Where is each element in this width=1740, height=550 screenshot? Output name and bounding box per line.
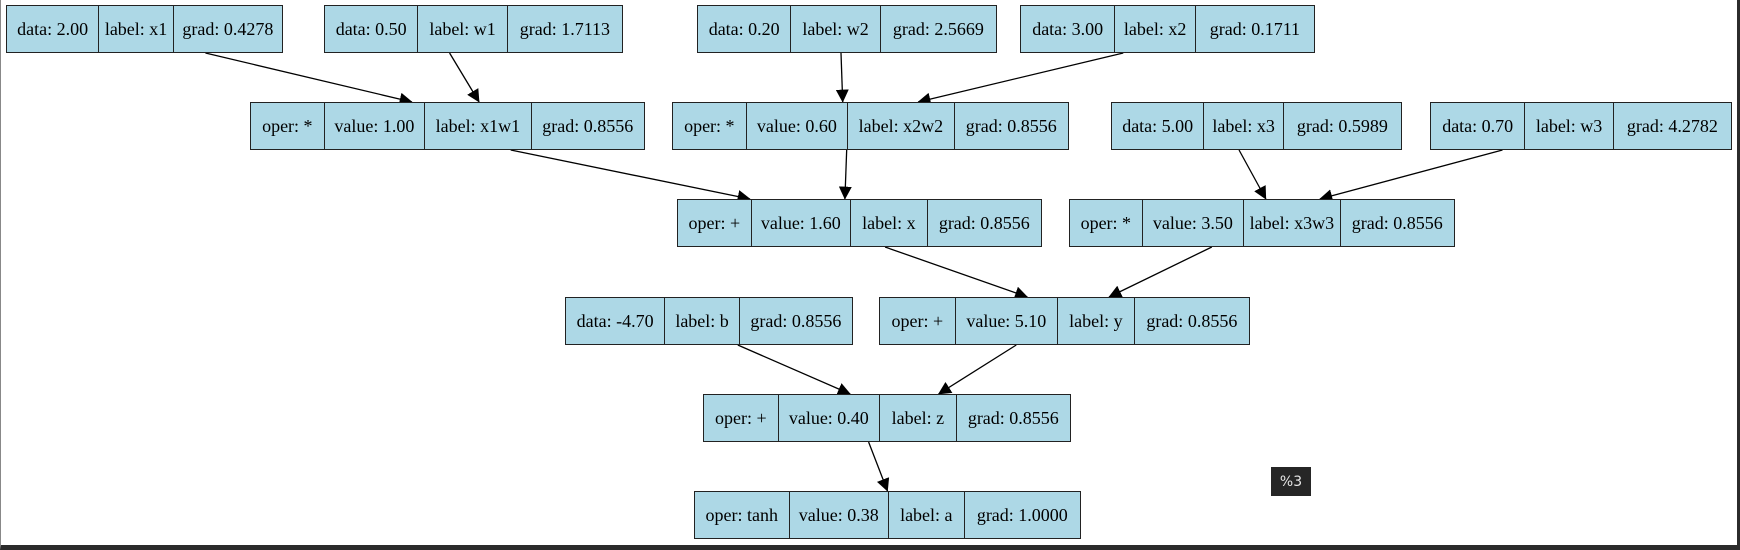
node-z-grad-cell: grad: 0.8556 [967,407,1059,428]
node-x-value-cell: value: 1.60 [752,200,852,246]
node-x2w2-label-cell: label: x2w2 [848,103,955,149]
edge-z-to-a [867,441,890,492]
edge-w1-to-x1w1 [449,52,480,103]
node-x3-label-cell: label: x3 [1204,103,1284,149]
node-x1w1-grad-cell: grad: 0.8556 [542,115,634,136]
node-z-oper-cell: oper: + [704,395,779,441]
node-w2-data-cell: data: 0.20 [698,6,792,52]
node-x1-label-cell: label: x1 [99,6,174,52]
edge-x-to-y [884,246,1029,300]
node-x3-grad-cell: grad: 0.5989 [1296,115,1388,136]
edge-b-to-z [737,344,851,396]
node-a-oper-cell: oper: tanh [695,492,790,538]
node-x3w3-grad-cell: grad: 0.8556 [1351,212,1443,233]
node-x2-grad-cell: grad: 0.1711 [1209,18,1301,39]
node-x3w3-label-cell: label: x3w3 [1244,200,1341,246]
node-x3w3-oper-cell: oper: * [1070,200,1143,246]
node-z-label-cell: label: z [880,395,957,441]
node-x-label-cell: label: x [851,200,928,246]
node-x-grad-cell: grad: 0.8556 [938,212,1030,233]
graph-id-tooltip: %3 [1271,467,1311,496]
node-x3w3-value-cell: value: 3.50 [1143,200,1245,246]
node-x2-label-cell: label: x2 [1115,6,1196,52]
node-x1-grad-cell: grad: 0.4278 [182,18,274,39]
node-y-value-cell: value: 5.10 [956,298,1059,344]
node-b-data-cell: data: -4.70 [566,298,666,344]
node-a-label-cell: label: a [889,492,965,538]
node-b-label-cell: label: b [665,298,740,344]
node-w3-grad-cell: grad: 4.2782 [1626,115,1718,136]
edge-w3-to-x3w3 [1319,149,1503,203]
node-y-oper-cell: oper: + [880,298,956,344]
node-x2w2-oper-cell: oper: * [673,103,747,149]
node-z-value-cell: value: 0.40 [779,395,881,441]
node-x1-data-cell: data: 2.00 [7,6,100,52]
node-a-grad-cell: grad: 1.0000 [976,504,1068,525]
node-w2-grad-cell: grad: 2.5669 [892,18,984,39]
node-x2w2-value-cell: value: 0.60 [747,103,849,149]
edge-y-to-z [937,344,1017,395]
node-b-grad-cell: grad: 0.8556 [750,310,842,331]
node-w1-data-cell: data: 0.50 [325,6,419,52]
node-w1-label-cell: label: w1 [418,6,508,52]
node-x2w2-grad-cell: grad: 0.8556 [965,115,1057,136]
node-x1w1-label-cell: label: x1w1 [425,103,532,149]
node-x2-data-cell: data: 3.00 [1021,6,1116,52]
node-w3-data-cell: data: 0.70 [1431,103,1526,149]
node-x1w1-oper-cell: oper: * [251,103,325,149]
node-x3-data-cell: data: 5.00 [1112,103,1205,149]
node-y-grad-cell: grad: 0.8556 [1146,310,1238,331]
edge-w2-to-x2w2 [835,52,849,103]
edge-x3-to-x3w3 [1238,149,1267,200]
node-y-label-cell: label: y [1058,298,1135,344]
node-w2-label-cell: label: w2 [791,6,881,52]
edge-x1-to-x1w1 [205,52,413,106]
edge-x3w3-to-y [1108,246,1213,298]
node-a-value-cell: value: 0.38 [790,492,889,538]
node-x-oper-cell: oper: + [678,200,752,246]
edge-x2w2-to-x [838,149,852,200]
edge-x1w1-to-x [510,149,751,203]
node-w1-grad-cell: grad: 1.7113 [519,18,611,39]
node-w3-label-cell: label: w3 [1525,103,1614,149]
node-x1w1-value-cell: value: 1.00 [325,103,426,149]
edge-x2-to-x2w2 [917,52,1124,106]
